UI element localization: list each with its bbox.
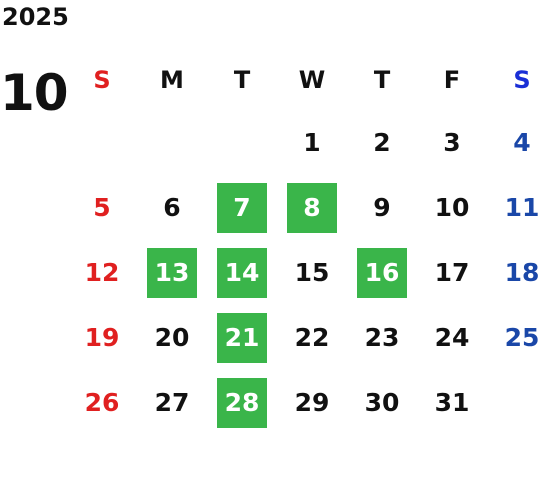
day-number: 23 (364, 323, 400, 352)
day-cell: 23 (347, 313, 417, 363)
day-number: 24 (434, 323, 470, 352)
weekday-friday: F (443, 66, 461, 94)
day-cell: 22 (277, 313, 347, 363)
day-number (217, 118, 267, 168)
day-cell: 10 (417, 183, 487, 233)
day-cell: 31 (417, 378, 487, 428)
day-cell: 12 (67, 248, 137, 298)
day-number: 30 (364, 388, 400, 417)
day-number: 28 (217, 377, 267, 428)
day-cell: 17 (417, 248, 487, 298)
day-number: 9 (373, 193, 391, 222)
day-number: 2 (373, 128, 391, 157)
day-number: 3 (443, 128, 461, 157)
day-cell: 29 (277, 378, 347, 428)
day-cell-highlighted: 16 (347, 247, 417, 298)
calendar-grid: S M T W T F S 1 2 3 4 5 6 7 8 9 10 11 12… (67, 50, 548, 435)
day-number: 27 (154, 388, 190, 417)
day-cell (487, 378, 548, 428)
day-number: 8 (287, 182, 337, 233)
day-number: 29 (294, 388, 330, 417)
day-cell: 9 (347, 183, 417, 233)
day-cell: 11 (487, 183, 548, 233)
week-row: 19 20 21 22 23 24 25 (67, 305, 548, 370)
day-cell: 26 (67, 378, 137, 428)
day-number: 4 (513, 128, 531, 157)
week-row: 26 27 28 29 30 31 (67, 370, 548, 435)
day-number: 15 (294, 258, 330, 287)
day-cell-highlighted: 7 (207, 182, 277, 233)
day-cell: 27 (137, 378, 207, 428)
week-row: 5 6 7 8 9 10 11 (67, 175, 548, 240)
calendar-year: 2025 (2, 3, 69, 31)
day-cell (67, 118, 137, 168)
day-cell-highlighted: 21 (207, 312, 277, 363)
day-number: 20 (154, 323, 190, 352)
day-cell: 2 (347, 118, 417, 168)
week-row: 12 13 14 15 16 17 18 (67, 240, 548, 305)
day-cell: 20 (137, 313, 207, 363)
day-number (147, 118, 197, 168)
day-number: 11 (504, 193, 540, 222)
calendar-month: 10 (0, 64, 69, 122)
day-cell: 24 (417, 313, 487, 363)
weekday-sunday: S (93, 66, 111, 94)
weekday-monday: M (160, 66, 184, 94)
day-cell-highlighted: 28 (207, 377, 277, 428)
week-row: 1 2 3 4 (67, 110, 548, 175)
day-number: 18 (504, 258, 540, 287)
day-cell: 15 (277, 248, 347, 298)
day-number: 5 (93, 193, 111, 222)
day-number (497, 378, 547, 428)
day-number: 25 (504, 323, 540, 352)
day-cell: 4 (487, 118, 548, 168)
weekday-wednesday: W (298, 66, 326, 94)
weekday-header-row: S M T W T F S (67, 50, 548, 110)
day-number: 22 (294, 323, 330, 352)
day-cell (207, 118, 277, 168)
day-cell: 5 (67, 183, 137, 233)
day-number: 13 (147, 247, 197, 298)
day-number: 10 (434, 193, 470, 222)
weekday-tuesday: T (233, 66, 251, 94)
day-cell-highlighted: 8 (277, 182, 347, 233)
day-cell: 3 (417, 118, 487, 168)
day-cell (137, 118, 207, 168)
weekday-thursday: T (373, 66, 391, 94)
day-cell: 6 (137, 183, 207, 233)
day-cell: 30 (347, 378, 417, 428)
day-number (77, 118, 127, 168)
weekday-saturday: S (513, 66, 531, 94)
day-cell: 18 (487, 248, 548, 298)
day-number: 12 (84, 258, 120, 287)
day-number: 31 (434, 388, 470, 417)
day-number: 17 (434, 258, 470, 287)
day-number: 14 (217, 247, 267, 298)
day-number: 16 (357, 247, 407, 298)
day-cell-highlighted: 13 (137, 247, 207, 298)
day-cell: 1 (277, 118, 347, 168)
day-number: 26 (84, 388, 120, 417)
day-cell: 19 (67, 313, 137, 363)
day-number: 6 (163, 193, 181, 222)
day-number: 19 (84, 323, 120, 352)
day-number: 1 (303, 128, 321, 157)
day-cell-highlighted: 14 (207, 247, 277, 298)
day-number: 21 (217, 312, 267, 363)
day-number: 7 (217, 182, 267, 233)
day-cell: 25 (487, 313, 548, 363)
